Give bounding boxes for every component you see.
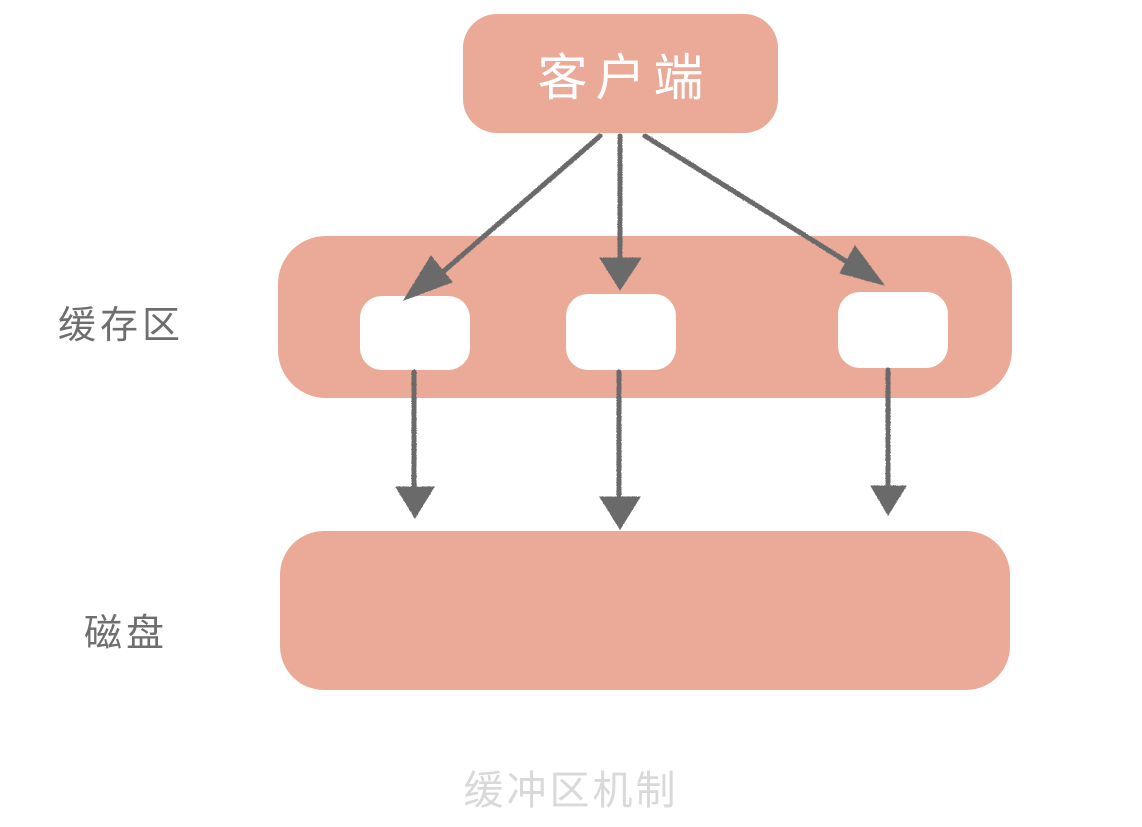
buffer-slot-3[interactable]: [838, 292, 948, 368]
diagram-caption: 缓冲区机制: [463, 768, 679, 814]
buffer-slot-2[interactable]: [566, 294, 676, 370]
row-label-disk: 磁盘: [84, 611, 169, 655]
row-label-cache: 缓存区: [58, 303, 185, 347]
buffer-slot-1[interactable]: [360, 296, 470, 370]
node-disk-band[interactable]: [280, 531, 1010, 690]
node-client-label: 客户端: [537, 48, 712, 107]
node-client[interactable]: 客户端: [463, 14, 778, 133]
